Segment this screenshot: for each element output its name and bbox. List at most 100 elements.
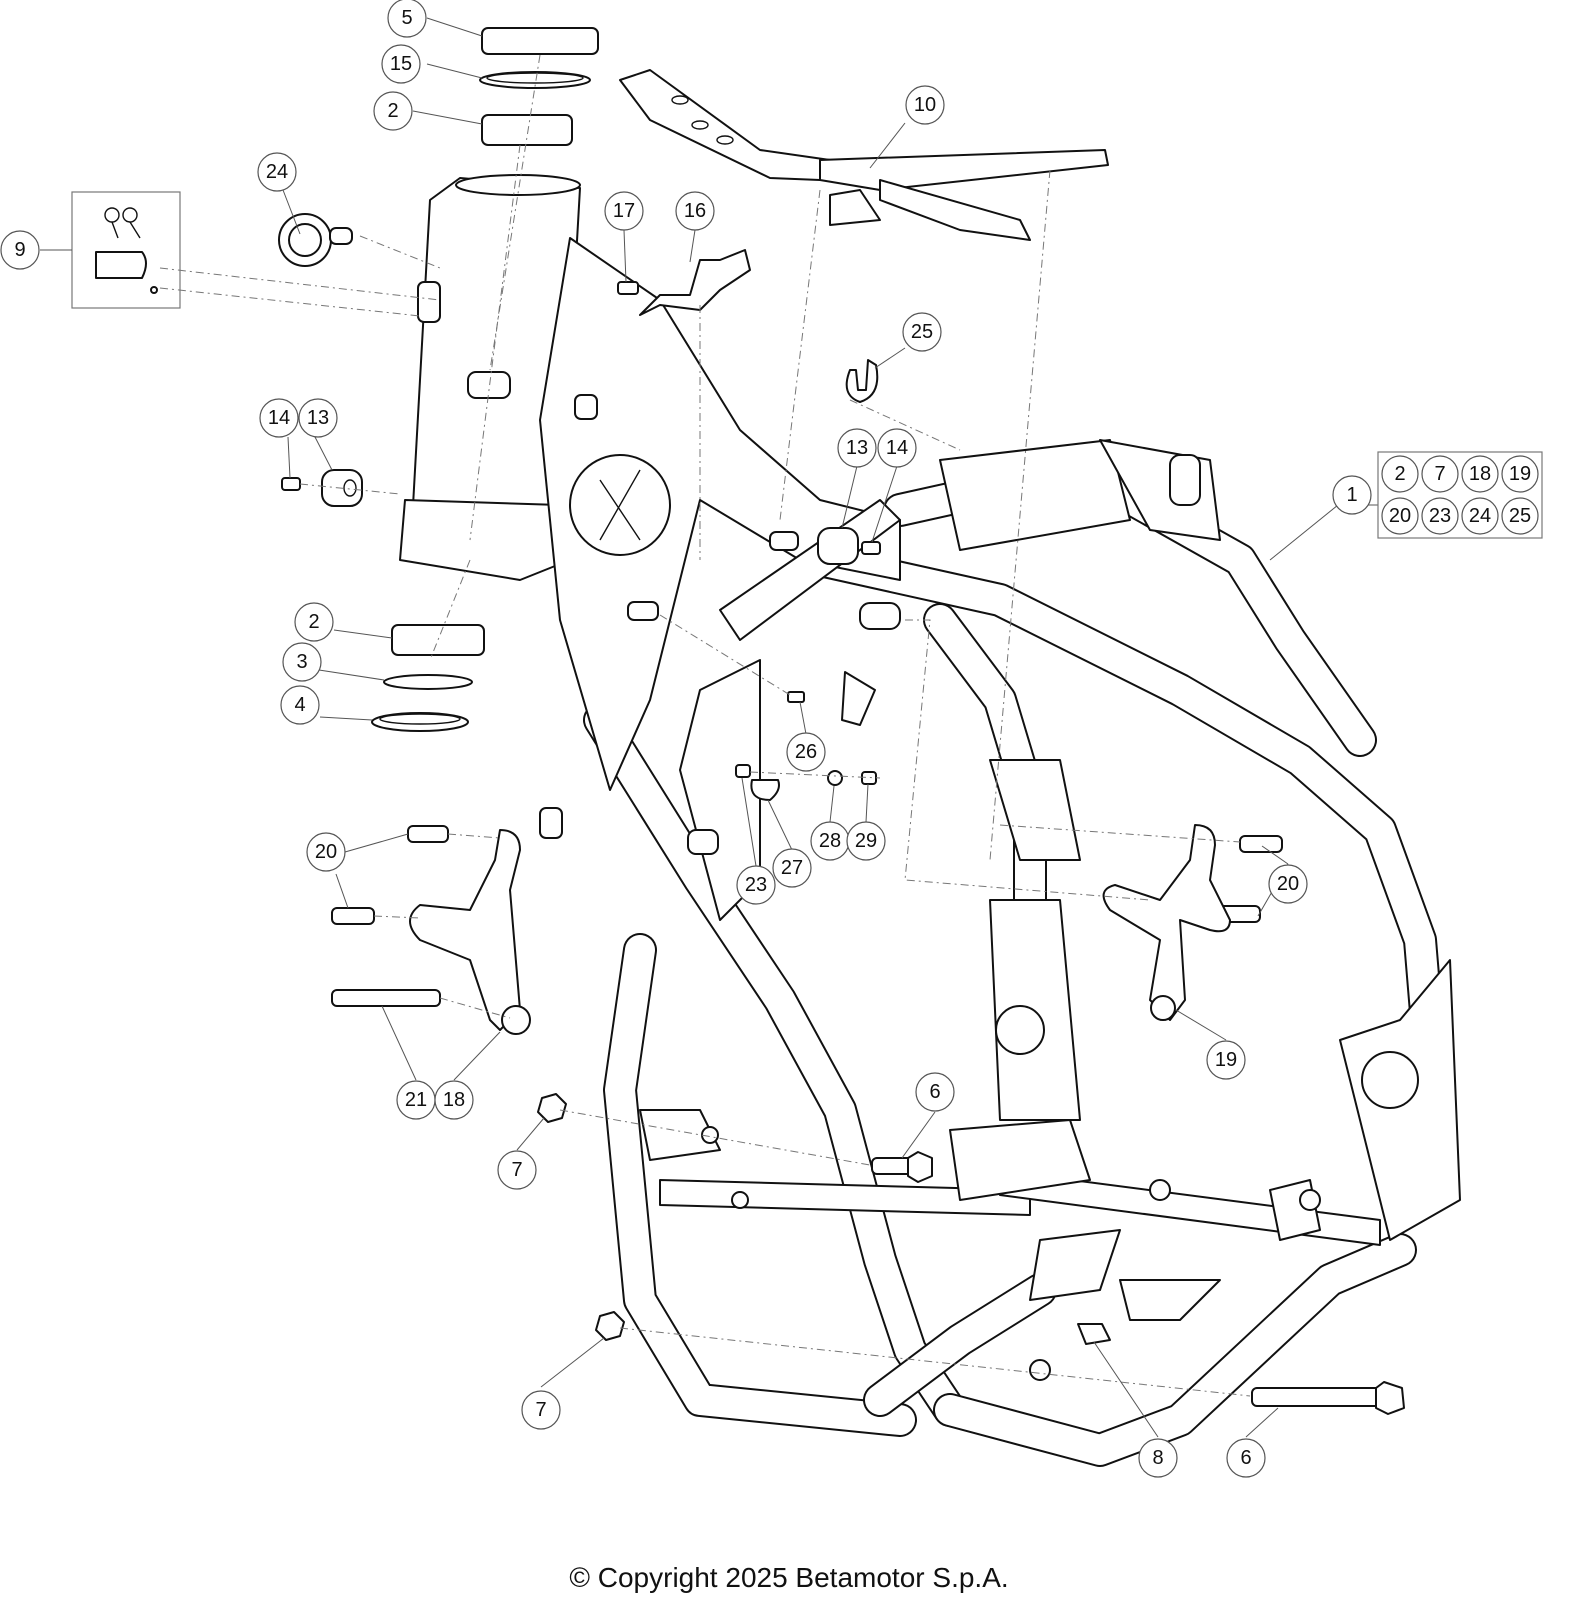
- kit-item-label: 2: [1394, 463, 1405, 485]
- keys-icon: [104, 207, 141, 239]
- assembly-lines: [159, 54, 1251, 1397]
- kit-item-label: 23: [1429, 505, 1451, 527]
- callout-7-upper: 7: [497, 1150, 537, 1190]
- callout-27: 27: [772, 848, 812, 888]
- callout-21: 21: [396, 1080, 436, 1120]
- callout-label: 13: [307, 407, 329, 429]
- frame-gusset-plate: [539, 237, 901, 791]
- callout-label: 3: [296, 651, 307, 673]
- nut-7-lower: [595, 1311, 625, 1341]
- bracket-16: [639, 249, 751, 316]
- callout-20-right: 20: [1268, 864, 1308, 904]
- kit-item: 19: [1501, 455, 1539, 493]
- callout-28: 28: [810, 821, 850, 861]
- callout-20-left: 20: [306, 832, 346, 872]
- callout-14-left: 14: [259, 398, 299, 438]
- kit-item: 23: [1421, 497, 1459, 535]
- callout-6-upper: 6: [915, 1072, 955, 1112]
- kit-item-label: 7: [1434, 463, 1445, 485]
- kit-item-label: 18: [1469, 463, 1491, 485]
- bolt-20-left-top: [407, 825, 449, 843]
- callout-3: 3: [282, 642, 322, 682]
- seal-4: [371, 712, 469, 732]
- clip-8: [1077, 1323, 1111, 1345]
- callout-label: 21: [405, 1089, 427, 1111]
- engine-mount-plate-right: [1102, 824, 1231, 1021]
- callout-16: 16: [675, 191, 715, 231]
- callout-label: 7: [535, 1399, 546, 1421]
- callout-14-center: 14: [877, 428, 917, 468]
- bolt-20-left-bottom: [331, 907, 375, 925]
- callout-label: 2: [308, 611, 319, 633]
- copyright-notice: © Copyright 2025 Betamotor S.p.A.: [569, 1562, 1009, 1593]
- kit-item-label: 19: [1509, 463, 1531, 485]
- callout-label: 14: [886, 437, 908, 459]
- callout-8: 8: [1138, 1438, 1178, 1478]
- kit-contents-box: 2 7 18 19 20 23 24 25: [1377, 451, 1543, 539]
- lock-housing: [278, 213, 353, 267]
- callout-label: 19: [1215, 1049, 1237, 1071]
- front-plate-10: [619, 69, 1109, 241]
- screw-17: [617, 281, 639, 295]
- callout-4: 4: [280, 685, 320, 725]
- callout-label: 10: [914, 94, 936, 116]
- mount-studs: [539, 531, 901, 855]
- o-ring-3: [383, 674, 473, 690]
- callout-label: 9: [14, 239, 25, 261]
- callout-label: 23: [745, 874, 767, 896]
- callout-26: 26: [786, 732, 826, 772]
- long-bolt-21: [331, 989, 441, 1007]
- callout-10: 10: [905, 85, 945, 125]
- kit-item: 2: [1381, 455, 1419, 493]
- callout-17: 17: [604, 191, 644, 231]
- screw-23: [735, 764, 751, 778]
- bolt-20-right-top: [1239, 835, 1283, 853]
- callout-6-lower: 6: [1226, 1438, 1266, 1478]
- callout-label: 8: [1152, 1447, 1163, 1469]
- callout-label: 25: [911, 321, 933, 343]
- callout-7-lower: 7: [521, 1390, 561, 1430]
- engine-mount-plate-left: [409, 829, 531, 1035]
- bolt-6-upper: [871, 1151, 933, 1183]
- kit-item: 18: [1461, 455, 1499, 493]
- cable-clamp-25: [845, 359, 879, 403]
- callout-2-lower: 2: [294, 602, 334, 642]
- kit-item: 24: [1461, 497, 1499, 535]
- kit-item-label: 20: [1389, 505, 1411, 527]
- leader-lines: [40, 17, 1378, 1438]
- callout-label: 13: [846, 437, 868, 459]
- nut-29: [861, 771, 877, 785]
- callout-label: 6: [929, 1081, 940, 1103]
- kit-item-label: 25: [1509, 505, 1531, 527]
- callout-label: 18: [443, 1089, 465, 1111]
- callout-label: 15: [390, 53, 412, 75]
- clip-26: [787, 691, 805, 703]
- ignition-lock-kit: [71, 191, 181, 309]
- cable-clip-27: [750, 779, 780, 801]
- callout-18: 18: [434, 1080, 474, 1120]
- callout-13-center: 13: [837, 428, 877, 468]
- screw-14-left: [281, 477, 301, 491]
- callout-13-left: 13: [298, 398, 338, 438]
- callout-label: 4: [294, 694, 305, 716]
- callout-label: 20: [315, 841, 337, 863]
- callout-label: 5: [401, 7, 412, 29]
- bolt-6-lower: [1251, 1381, 1405, 1415]
- callout-24: 24: [257, 152, 297, 192]
- callout-23: 23: [736, 865, 776, 905]
- callout-1: 1: [1332, 475, 1372, 515]
- nut-7-upper: [537, 1093, 567, 1123]
- callout-label: 2: [387, 100, 398, 122]
- frame-cross-members: [639, 439, 1461, 1381]
- callout-label: 16: [684, 200, 706, 222]
- dust-seal-ring: [479, 71, 591, 89]
- callout-label: 24: [266, 161, 288, 183]
- callout-label: 7: [511, 1159, 522, 1181]
- callout-label: 6: [1240, 1447, 1251, 1469]
- bushing-13-center: [817, 527, 859, 565]
- steering-head: [399, 174, 581, 581]
- callout-label: 26: [795, 741, 817, 763]
- callout-15: 15: [381, 44, 421, 84]
- upper-bearing: [481, 114, 573, 146]
